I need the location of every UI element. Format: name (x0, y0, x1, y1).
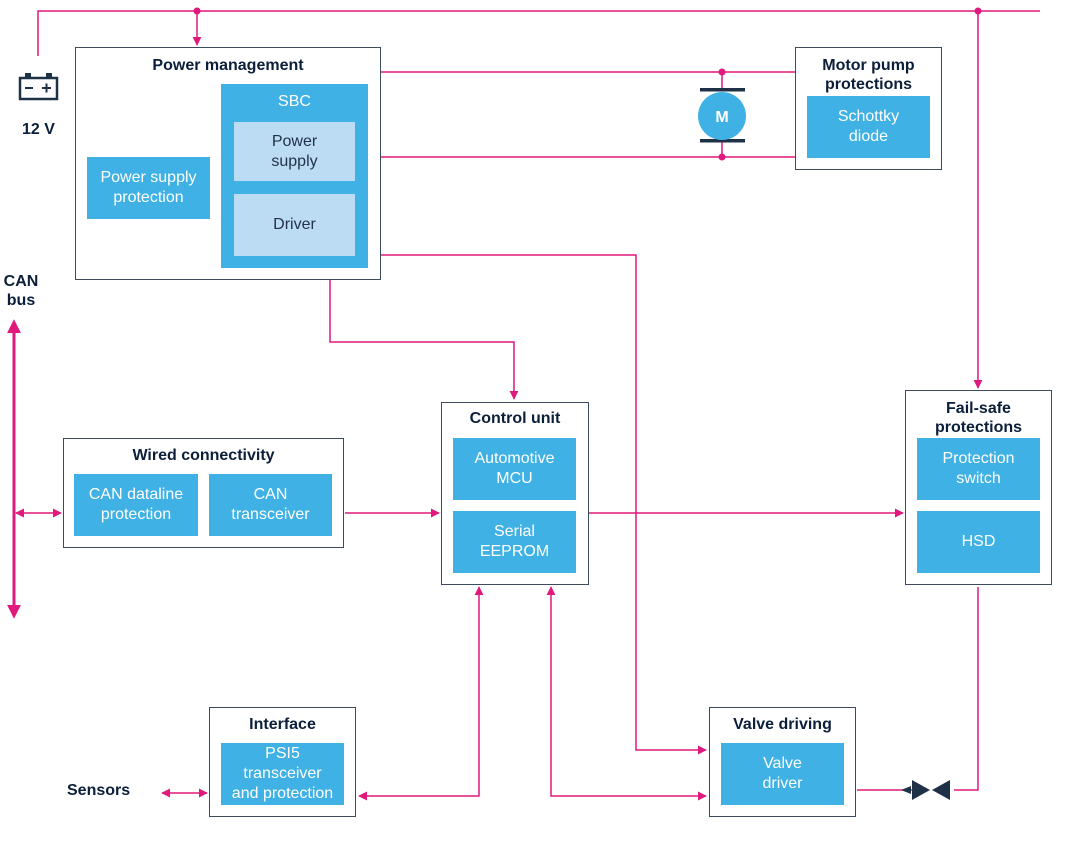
motor-pump-protections-title: Motor pump protections (822, 57, 915, 93)
valve-driving-title: Valve driving (733, 716, 832, 733)
schottky-diode-block: Schottky diode (807, 96, 930, 158)
psi5-transceiver-block: PSI5 transceiver and protection (221, 743, 344, 805)
power-supply-block: Power supply (234, 122, 355, 181)
protection-switch-block: Protection switch (917, 438, 1040, 500)
power-to-control-unit (329, 280, 519, 400)
control-interface-link (358, 586, 484, 801)
control-valve-link (546, 586, 707, 801)
power-management-title: Power management (152, 57, 304, 74)
serial-eeprom-block: Serial EEPROM (453, 511, 576, 573)
can-bus-label: CAN bus (3, 273, 39, 309)
sbc-label: SBC (278, 93, 311, 110)
driver-block: Driver (234, 194, 355, 256)
sensors-label: Sensors (67, 782, 131, 799)
fail-safe-protections-title: Fail-safe protections (934, 400, 1023, 436)
power-supply-protection-block: Power supply protection (87, 157, 210, 219)
interface-title: Interface (249, 716, 316, 733)
can-dataline-protection-block: CAN dataline protection (74, 474, 198, 536)
automotive-mcu-block: Automotive MCU (453, 438, 576, 500)
switch-to-hsd (954, 587, 979, 791)
junction-dots (193, 7, 982, 161)
hsd-block: HSD (917, 511, 1040, 573)
supply-rail (37, 10, 1040, 56)
wired-connectivity-title: Wired connectivity (132, 447, 275, 464)
valve-driver-block: Valve driver (721, 743, 844, 805)
switch-icon (901, 780, 950, 800)
battery-voltage-label: 12 V (22, 121, 55, 138)
control-unit-title: Control unit (469, 410, 561, 427)
motor-label: M (715, 109, 728, 126)
motor-icon: M (698, 88, 746, 143)
battery-icon (18, 73, 59, 101)
can-transceiver-block: CAN transceiver (209, 474, 332, 536)
